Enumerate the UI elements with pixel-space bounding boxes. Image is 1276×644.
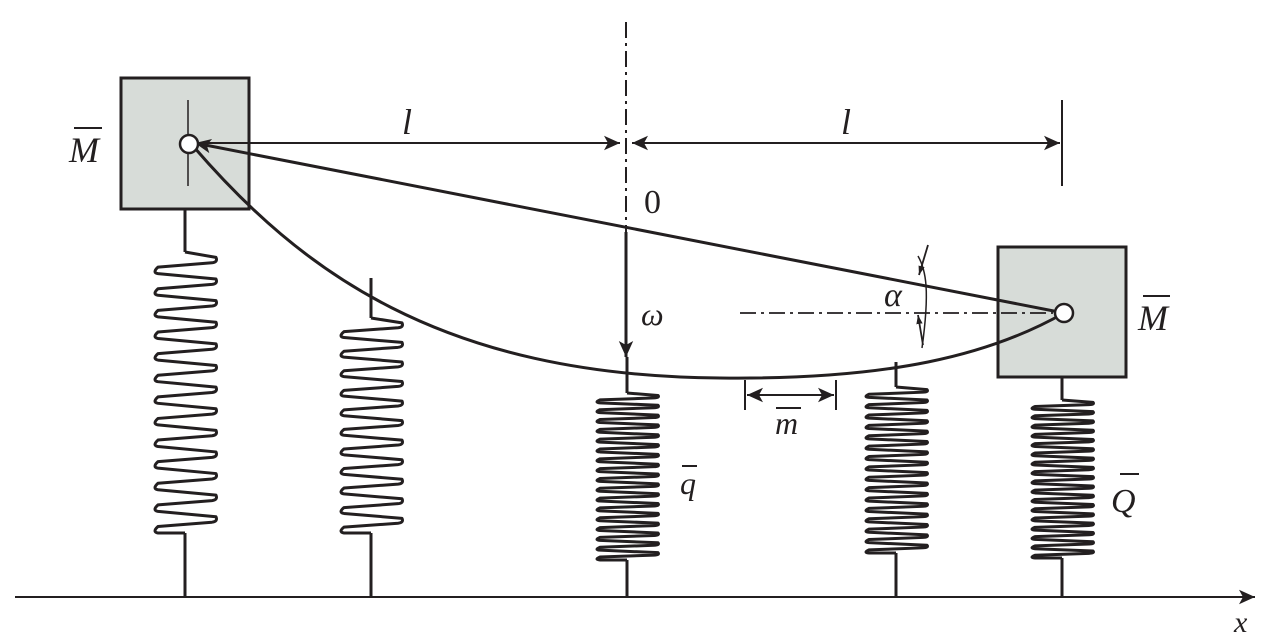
pivot-left bbox=[178, 133, 200, 155]
spring-1 bbox=[153, 209, 218, 597]
deflection-curve bbox=[191, 145, 1065, 380]
pivot-right bbox=[1053, 302, 1075, 324]
springs bbox=[153, 209, 1095, 597]
spring-2-coil bbox=[339, 316, 404, 535]
alpha-label: α bbox=[884, 277, 903, 314]
dimension-right-label: l bbox=[841, 102, 851, 142]
spring-2 bbox=[339, 278, 404, 597]
spring-1-coil bbox=[153, 250, 218, 535]
spring-3-coil bbox=[595, 391, 660, 562]
spring-5-coil bbox=[1030, 398, 1095, 560]
chord-line bbox=[194, 139, 1065, 315]
alpha-arrow-bottom bbox=[916, 314, 924, 346]
omega-label: ω bbox=[641, 296, 664, 332]
dimension-left-label: l bbox=[402, 102, 412, 142]
alpha-arc bbox=[917, 255, 928, 349]
mass-right-label: M bbox=[1137, 298, 1170, 338]
mass-left-label: M bbox=[68, 130, 101, 170]
spring-4 bbox=[864, 362, 929, 597]
origin-label: 0 bbox=[644, 184, 661, 221]
m-label: m bbox=[775, 405, 798, 441]
x-axis-label: x bbox=[1233, 606, 1248, 639]
alpha-arrow-top bbox=[918, 244, 929, 276]
Q-label: Q bbox=[1111, 483, 1136, 520]
spring-4-coil bbox=[864, 385, 929, 555]
q-label: q bbox=[680, 465, 696, 501]
spring-3 bbox=[595, 357, 660, 597]
spring-5 bbox=[1030, 377, 1095, 597]
